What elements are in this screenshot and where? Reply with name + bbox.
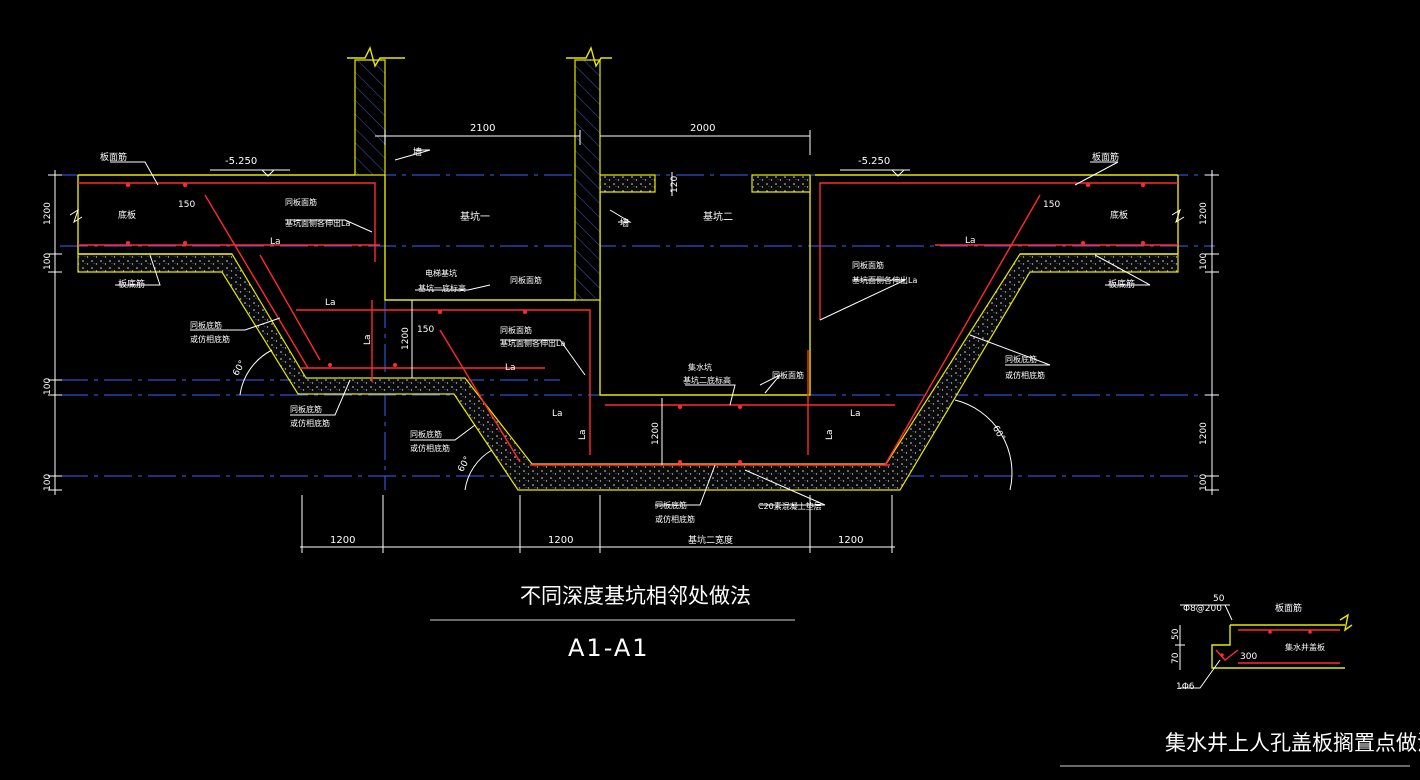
angle-60a: 60° (231, 359, 248, 378)
dim-mid-1200: 1200 (401, 327, 411, 350)
dim-120: 120 (670, 176, 680, 193)
dim-bottom-pit2: 基坑二宽度 (688, 534, 733, 546)
label-sump-1: 集水坑 (688, 362, 712, 372)
dim-150a: 150 (178, 200, 195, 210)
dimension-lines (48, 130, 1219, 553)
elevation-right: -5.250 (858, 156, 890, 167)
detail-d50: 50 (1213, 594, 1225, 604)
dim-bottom-1200a: 1200 (330, 535, 355, 546)
label-same-bot-m2: 或仿相底筋 (410, 443, 450, 453)
label-same-face-m2: 基坑面侧各伸出La (500, 338, 565, 348)
label-slab-bot-r: 板底筋 (1108, 278, 1135, 290)
label-wall2: 墙 (620, 217, 629, 229)
section-title: 不同深度基坑相邻处做法 (520, 584, 751, 608)
label-same-bot-b1: 同板底筋 (655, 500, 687, 510)
la-v1: La (363, 334, 373, 345)
rebar (78, 182, 1178, 466)
label-pit1: 基坑一 (460, 210, 490, 223)
label-c20: C20素混凝土垫层 (758, 501, 822, 511)
la-2: La (325, 298, 336, 308)
dim-bottom-1200c: 1200 (838, 535, 863, 546)
label-slab-r: 底板 (1110, 209, 1128, 221)
label-same-face-m1: 同板面筋 (500, 325, 532, 335)
la-5: La (552, 409, 563, 419)
la-3: La (965, 236, 976, 246)
detail-title: 集水井上人孔盖板搁置点做法 (1165, 731, 1420, 755)
detail-drawing (1175, 604, 1353, 689)
dim-mid-1200b: 1200 (651, 422, 661, 445)
label-slab-bot-l: 板底筋 (118, 278, 145, 290)
label-same-face-r1: 同板面筋 (852, 260, 884, 270)
dim-right-1200b: 1200 (1199, 422, 1209, 445)
angle-60b: 60° (456, 455, 473, 474)
dim-right-100a: 100 (1199, 253, 1209, 270)
la-v2: La (578, 429, 588, 440)
elevation-left: -5.250 (225, 156, 257, 167)
la-4: La (505, 363, 516, 373)
rebar-dots (126, 183, 1145, 464)
la-1: La (270, 237, 281, 247)
dim-2100: 2100 (470, 123, 495, 134)
detail-rebar: Φ8@200 (1183, 604, 1222, 614)
label-slab-l: 底板 (118, 209, 136, 221)
axis-lines (60, 174, 1215, 490)
label-pit2: 基坑二 (703, 210, 733, 223)
dim-left-100c: 100 (43, 474, 53, 491)
dim-right-1200a: 1200 (1199, 202, 1209, 225)
dim-right-100b: 100 (1199, 474, 1209, 491)
detail-cover-label: 集水井盖板 (1285, 642, 1325, 652)
dim-left-100b: 100 (43, 378, 53, 395)
label-sump-2: 基坑二底标高 (683, 375, 731, 385)
label-elev-pit-1: 电梯基坑 (425, 268, 457, 278)
dim-bottom-1200b: 1200 (548, 535, 573, 546)
texts: 2100 2000 -5.250 -5.250 板面筋 板面筋 底板 底板 板底… (43, 123, 1420, 755)
label-slab-top-l: 板面筋 (100, 151, 127, 163)
label-same-face-l2: 基坑面侧各伸出La (285, 218, 350, 228)
label-same-bot-r2: 或仿相底筋 (1005, 370, 1045, 380)
label-same-bot-l1: 同板底筋 (190, 320, 222, 330)
walls (347, 46, 612, 301)
dim-left-1200: 1200 (43, 202, 53, 225)
label-same-bot-r1: 同板底筋 (1005, 354, 1037, 364)
label-same-bot-l2: 或仿相底筋 (190, 334, 230, 344)
label-elev-pit-2: 基坑一底标高 (418, 283, 466, 293)
leader-lines (110, 149, 1151, 506)
detail-d50v: 50 (1171, 628, 1181, 640)
label-same-face-r: 同板面筋 (772, 370, 804, 380)
label-same-bot-l4: 或仿相底筋 (290, 418, 330, 428)
label-slab-top-r: 板面筋 (1092, 151, 1119, 163)
label-same-bot-m1: 同板底筋 (410, 429, 442, 439)
label-same-face-r2: 基坑面侧各伸出La (852, 275, 917, 285)
label-wall1: 墙 (413, 146, 422, 158)
detail-top-label: 板面筋 (1275, 602, 1302, 614)
label-same-face-l1: 同板面筋 (285, 197, 317, 207)
detail-d300: 300 (1240, 652, 1257, 662)
section-id: A1-A1 (568, 634, 650, 662)
label-same-face-mid: 同板面筋 (510, 275, 542, 285)
label-same-bot-b2: 或仿相底筋 (655, 514, 695, 524)
la-6: La (850, 409, 861, 419)
detail-d1d6: 1Φ6 (1176, 682, 1195, 692)
dim-2000: 2000 (690, 123, 715, 134)
dim-150c: 150 (417, 325, 434, 335)
label-same-bot-l3: 同板底筋 (290, 404, 322, 414)
dim-left-100a: 100 (43, 253, 53, 270)
detail-d70: 70 (1171, 652, 1181, 664)
dim-150b: 150 (1043, 200, 1060, 210)
la-v3: La (825, 429, 835, 440)
